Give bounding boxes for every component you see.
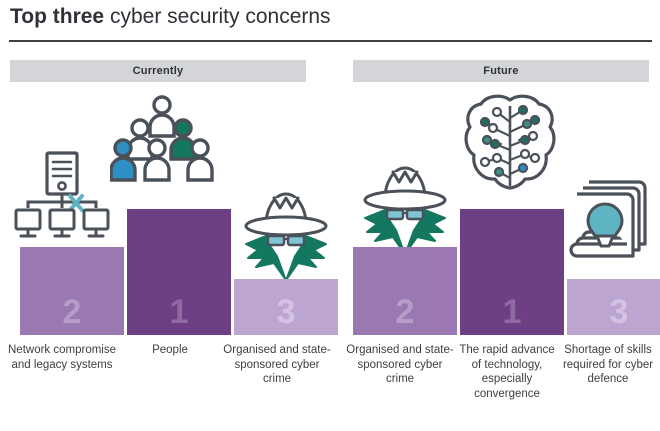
column-header-currently-label: Currently bbox=[132, 65, 184, 77]
bar-rank-number: 3 bbox=[276, 293, 296, 331]
spy-hacker-icon bbox=[349, 162, 461, 263]
column-header-future: Future bbox=[353, 60, 649, 82]
bar-rank-number: 3 bbox=[609, 293, 629, 331]
bar-future-rank2: 2 bbox=[353, 247, 457, 335]
column-header-currently: Currently bbox=[10, 60, 306, 82]
bar-rank-number: 1 bbox=[169, 293, 189, 331]
bar-future-rank3: 3 bbox=[567, 279, 660, 335]
caption-future-rank2: Organised and state-sponsored cyber crim… bbox=[346, 344, 454, 385]
page-title-bold: Top three bbox=[10, 5, 105, 28]
network-computers-icon bbox=[14, 150, 110, 247]
bar-rank-number: 2 bbox=[62, 293, 82, 331]
column-header-future-label: Future bbox=[483, 65, 519, 77]
page-title: Top three cyber security concerns bbox=[10, 4, 650, 30]
title-divider bbox=[9, 40, 652, 42]
caption-currently-rank1: People bbox=[152, 344, 188, 356]
bar-currently-rank3: 3 bbox=[234, 279, 338, 335]
bar-rank-number: 1 bbox=[502, 293, 522, 331]
podium-group-currently: 2 1 3 bbox=[10, 90, 338, 335]
page-title-rest: cyber security concerns bbox=[104, 5, 331, 28]
caption-currently-rank3: Organised and state-sponsored cyber crim… bbox=[223, 344, 331, 385]
caption-future-rank3: Shortage of skills required for cyber de… bbox=[562, 344, 654, 385]
caption-future-rank1: The rapid advance of technology, especia… bbox=[459, 344, 555, 400]
podium-group-future: 2 1 3 bbox=[353, 90, 660, 335]
bar-currently-rank2: 2 bbox=[20, 247, 124, 335]
bar-currently-rank1: 1 bbox=[127, 209, 231, 335]
ai-brain-icon bbox=[457, 92, 563, 201]
spy-hacker-icon bbox=[230, 188, 342, 289]
bar-rank-number: 2 bbox=[395, 293, 415, 331]
caption-currently-rank2: Network compromise and legacy systems bbox=[8, 344, 116, 371]
people-group-icon bbox=[109, 92, 215, 187]
books-lightbulb-icon bbox=[563, 168, 660, 271]
bar-future-rank1: 1 bbox=[460, 209, 564, 335]
